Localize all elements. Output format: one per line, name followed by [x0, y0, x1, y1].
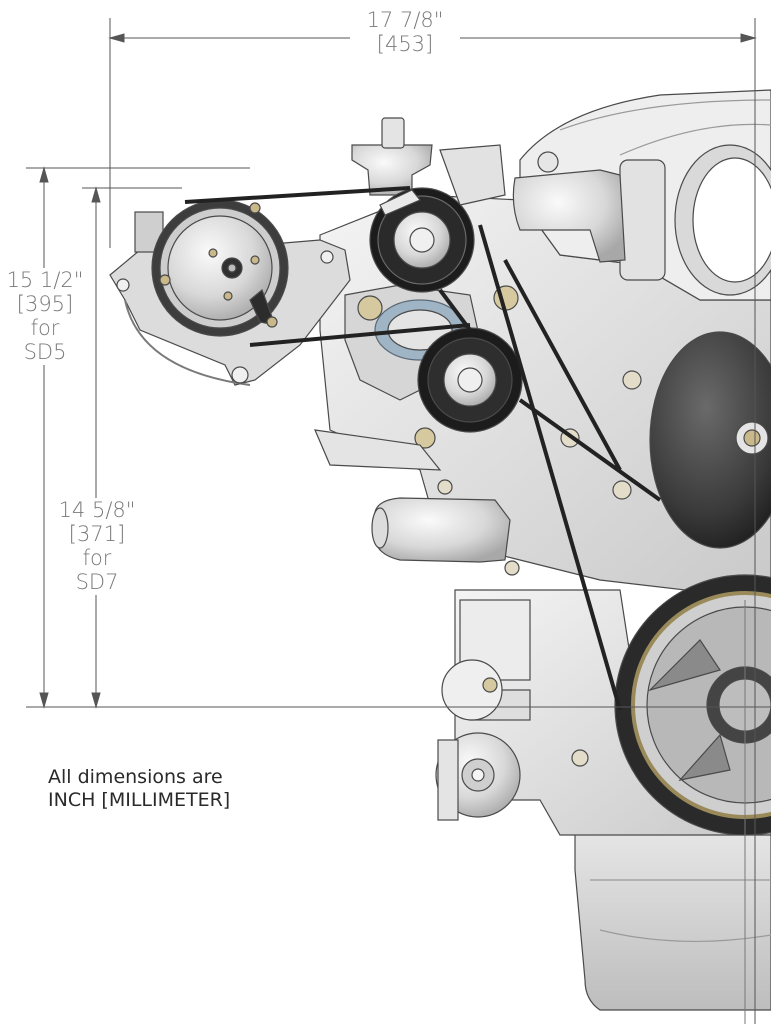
sd5-height-label: 15 1/2" [395] for SD5 [0, 268, 90, 365]
serpentine-belt [184, 186, 662, 711]
sd5-millimeters: [395] [16, 292, 74, 317]
sd7-for: for [82, 546, 112, 571]
sd7-inches: 14 5/8" [58, 498, 136, 522]
sd7-millimeters: [371] [68, 522, 126, 547]
units-note-line2: INCH [MILLIMETER] [48, 788, 231, 811]
sd5-inches: 15 1/2" [6, 268, 84, 292]
units-note-line1: All dimensions are [48, 766, 223, 788]
sd5-for: for [30, 316, 60, 341]
sd7-model: SD7 [75, 570, 119, 595]
crank-sensor [441, 659, 503, 721]
dimension-lines [26, 18, 771, 1024]
width-dimension-label: 17 7/8" [453] [350, 8, 460, 57]
width-inches: 17 7/8" [366, 8, 444, 32]
units-note: All dimensions are INCH [MILLIMETER] [48, 766, 230, 812]
width-millimeters: [453] [376, 32, 434, 57]
coolant-outlet [374, 497, 511, 563]
engine-illustration [109, 89, 771, 1011]
thermostat-housing [512, 169, 626, 263]
sd5-model: SD5 [23, 340, 67, 365]
oil-pan [574, 829, 771, 1011]
sd7-height-label: 14 5/8" [371] for SD7 [52, 498, 142, 595]
accessory-drum [649, 331, 771, 549]
